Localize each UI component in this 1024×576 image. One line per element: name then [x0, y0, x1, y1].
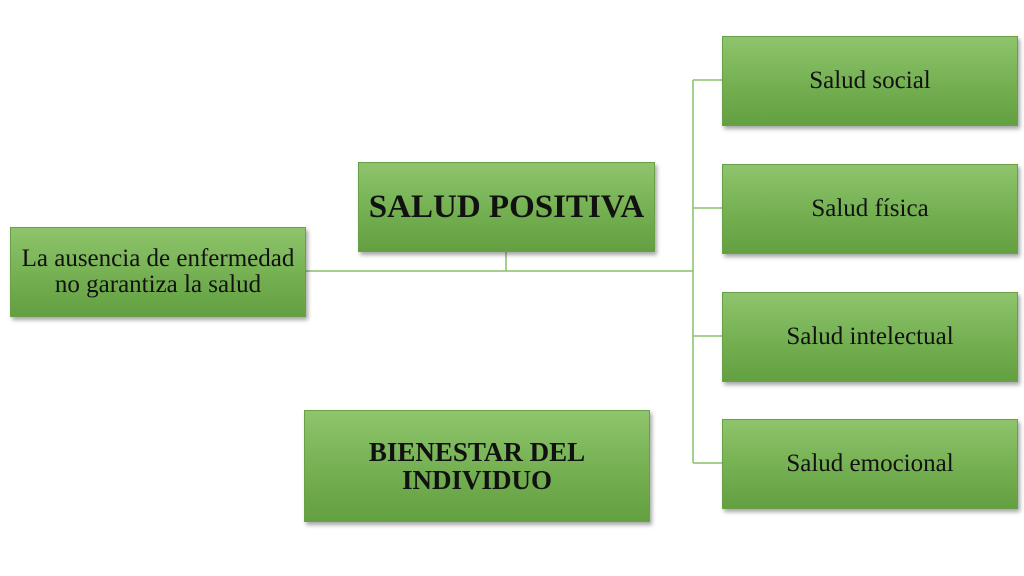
node-bienestar-individuo-label: BIENESTAR DEL INDIVIDUO — [368, 436, 586, 495]
node-salud-positiva-label: SALUD POSITIVA — [368, 188, 645, 225]
node-ausencia-enfermedad: La ausencia de enfermedad no garantiza l… — [10, 227, 306, 317]
node-salud-intelectual: Salud intelectual — [722, 292, 1018, 382]
node-salud-fisica-label: Salud física — [811, 194, 929, 222]
node-bienestar-individuo: BIENESTAR DEL INDIVIDUO — [304, 410, 650, 522]
node-salud-positiva: SALUD POSITIVA — [358, 162, 655, 252]
node-salud-emocional: Salud emocional — [722, 419, 1018, 509]
node-salud-social: Salud social — [722, 36, 1018, 126]
node-salud-social-label: Salud social — [809, 66, 931, 94]
node-salud-intelectual-label: Salud intelectual — [786, 322, 954, 350]
node-salud-emocional-label: Salud emocional — [786, 449, 954, 477]
node-salud-fisica: Salud física — [722, 164, 1018, 254]
node-ausencia-enfermedad-label: La ausencia de enfermedad no garantiza l… — [21, 244, 295, 298]
